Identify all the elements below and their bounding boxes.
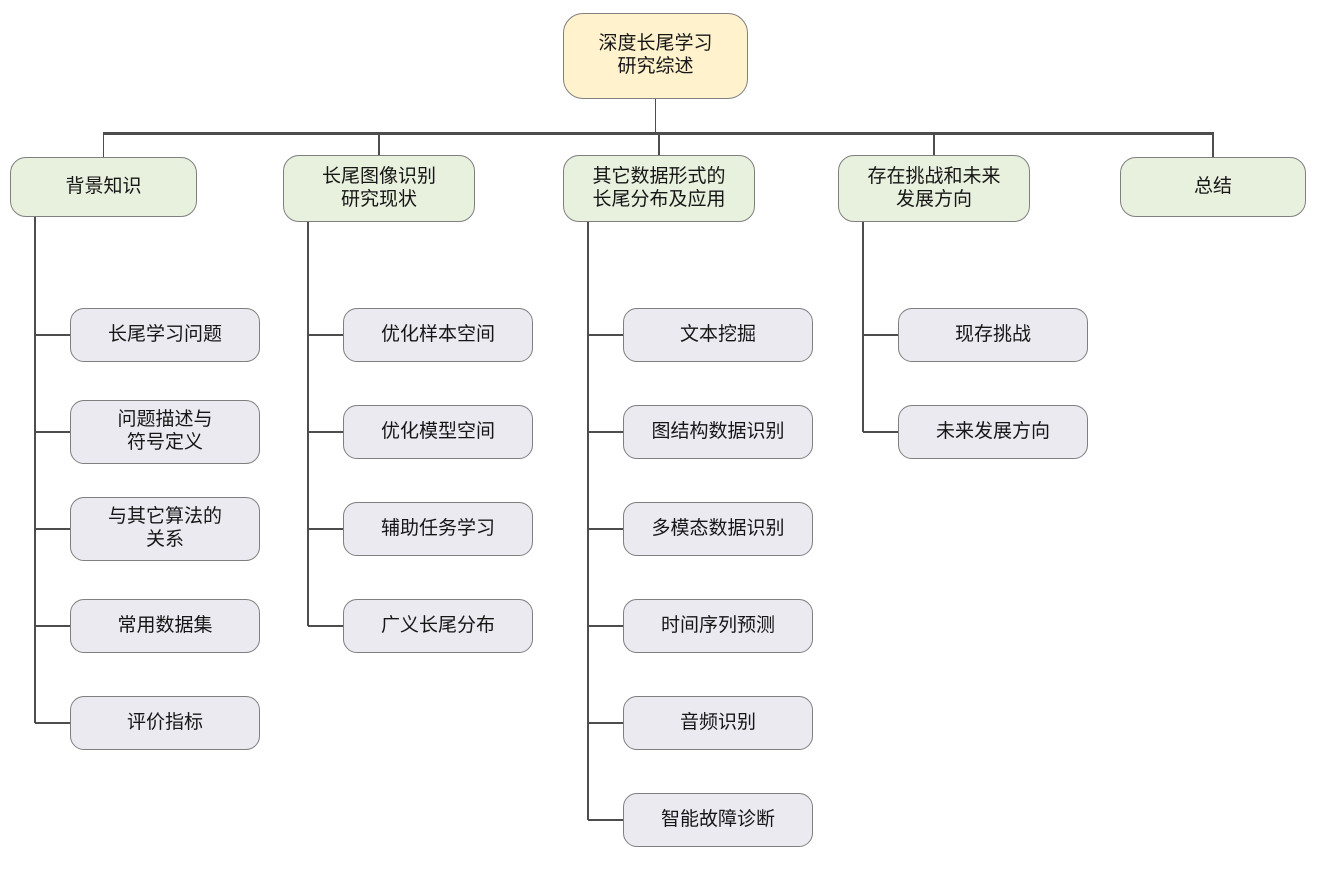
connector-branch-drop [378,132,380,155]
branch-node-background-knowledge: 背景知识 [10,157,197,217]
node-label-line: 常用数据集 [117,614,213,636]
node-label-line: 深度长尾学习 [598,33,713,55]
leaf-node: 音频识别 [623,696,813,750]
node-label-line: 文本挖掘 [679,323,756,345]
node-label-line: 音频识别 [679,711,756,733]
connector-trunk [862,222,864,432]
leaf-node: 多模态数据识别 [623,502,813,556]
connector-branch-drop [102,132,105,157]
connector-leaf-stub [308,528,343,530]
node-label-line: 研究现状 [340,188,417,210]
leaf-node: 辅助任务学习 [343,502,533,556]
connector-leaf-stub [588,625,623,627]
connector-leaf-stub [35,528,70,530]
leaf-node: 长尾学习问题 [70,308,260,362]
leaf-node: 常用数据集 [70,599,260,653]
connector-leaf-stub [588,334,623,336]
leaf-node: 问题描述与符号定义 [70,400,260,464]
node-label-line: 未来发展方向 [935,420,1050,442]
leaf-node: 评价指标 [70,696,260,750]
connector-leaf-stub [35,625,70,627]
node-label-line: 长尾分布及应用 [592,188,726,210]
connector-leaf-stub [588,722,623,724]
connector-branch-drop [658,132,660,155]
node-label-line: 总结 [1193,175,1232,197]
branch-node-longtail-image-recognition-status: 长尾图像识别研究现状 [283,155,475,222]
node-label-line: 图结构数据识别 [651,420,785,442]
leaf-node: 智能故障诊断 [623,793,813,847]
node-label-line: 辅助任务学习 [380,517,495,539]
connector-leaf-stub [588,431,623,433]
leaf-node: 图结构数据识别 [623,405,813,459]
connector-branch-drop [1212,132,1214,157]
leaf-node: 未来发展方向 [898,405,1088,459]
node-label-line: 发展方向 [895,188,972,210]
leaf-node: 与其它算法的关系 [70,497,260,561]
node-label-line: 长尾学习问题 [107,323,222,345]
node-label-line: 与其它算法的 [107,506,222,528]
connector-leaf-stub [588,819,623,821]
node-label-line: 优化样本空间 [380,323,495,345]
node-label-line: 优化模型空间 [380,420,495,442]
node-label-line: 关系 [145,529,184,550]
connector-trunk [34,217,36,723]
branch-node-other-data-forms-longtail: 其它数据形式的长尾分布及应用 [563,155,755,222]
node-label-line: 智能故障诊断 [660,808,775,830]
connector-branch-drop [933,132,935,155]
connector-trunk [587,222,589,820]
node-label-line: 多模态数据识别 [651,517,785,539]
leaf-node: 现存挑战 [898,308,1088,362]
connector-leaf-stub [35,334,70,336]
connector-leaf-stub [863,334,898,336]
connector-leaf-stub [35,431,70,433]
connector-root-stub [654,99,657,135]
leaf-node: 文本挖掘 [623,308,813,362]
node-label-line: 现存挑战 [954,323,1031,345]
node-label-line: 符号定义 [126,432,203,453]
connector-leaf-stub [308,334,343,336]
leaf-node: 优化样本空间 [343,308,533,362]
node-label-line: 问题描述与 [117,409,213,431]
branch-node-summary: 总结 [1120,157,1306,217]
node-label-line: 评价指标 [126,711,203,733]
node-label-line: 存在挑战和未来 [867,165,1001,187]
connector-leaf-stub [308,431,343,433]
node-label-line: 其它数据形式的 [592,165,726,187]
leaf-node: 优化模型空间 [343,405,533,459]
node-label-line: 研究综述 [617,56,694,77]
node-label-line: 长尾图像识别 [321,165,436,187]
connector-leaf-stub [863,431,898,433]
leaf-node: 时间序列预测 [623,599,813,653]
connector-trunk [307,222,309,626]
node-label-line: 广义长尾分布 [380,614,495,636]
connector-leaf-stub [588,528,623,530]
connector-leaf-stub [35,722,70,724]
node-label-line: 时间序列预测 [660,614,775,636]
leaf-node: 广义长尾分布 [343,599,533,653]
connector-leaf-stub [308,625,343,627]
node-label-line: 背景知识 [65,175,142,197]
root-node: 深度长尾学习研究综述 [563,13,748,99]
branch-node-challenges-and-future: 存在挑战和未来发展方向 [838,155,1030,222]
